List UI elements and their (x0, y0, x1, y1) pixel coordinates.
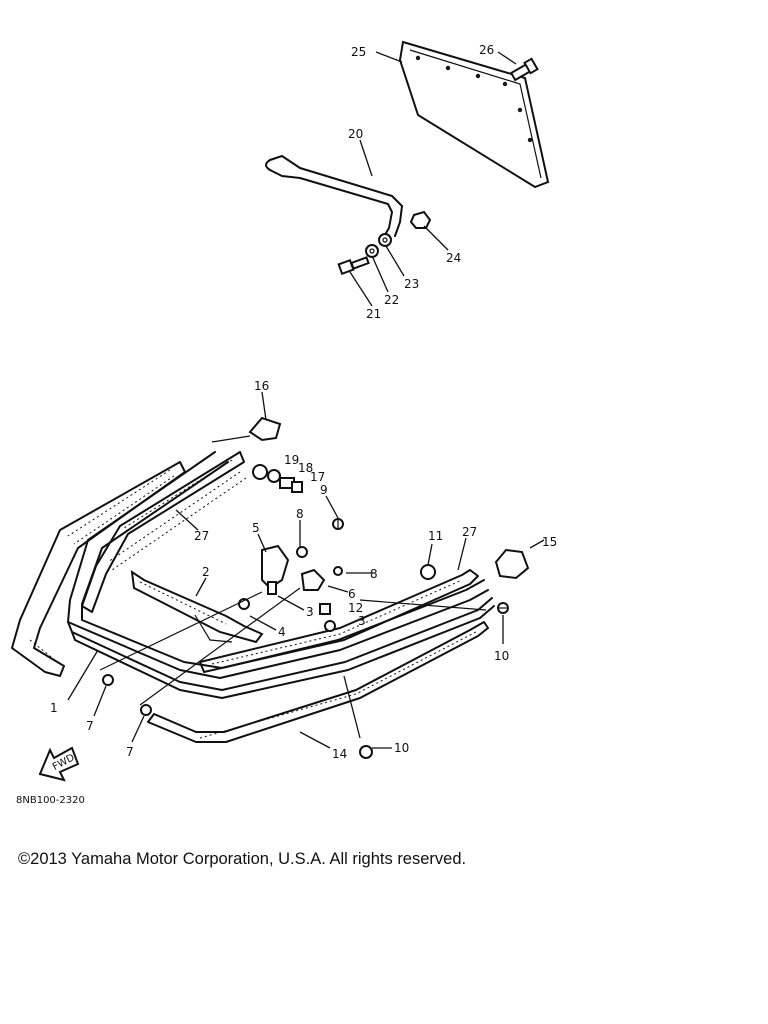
callout-23: 23 (404, 277, 419, 291)
stay-bar (265, 155, 403, 239)
rubber-strip-left (81, 451, 245, 613)
end-cover (494, 548, 530, 580)
callout-5: 5 (252, 521, 260, 535)
callout-4: 4 (278, 625, 286, 639)
callout-3: 3 (306, 605, 314, 619)
callout-17: 17 (310, 470, 325, 484)
callout-8: 8 (296, 507, 304, 521)
callout-10: 10 (494, 649, 509, 663)
screw (102, 674, 114, 686)
callout-15: 15 (542, 535, 557, 549)
callout-25: 25 (351, 45, 366, 59)
collar (267, 469, 281, 483)
front-direction-arrow: FWD (38, 746, 80, 782)
nut (333, 566, 343, 576)
inner-bracket (130, 569, 264, 644)
leader-lines (67, 51, 545, 749)
washer (324, 620, 336, 632)
mount-bracket (300, 568, 326, 591)
bolt (319, 603, 331, 615)
grommet (420, 564, 436, 580)
callout-labels: 25 26 20 24 23 22 21 16 19 18 17 9 27 8 … (50, 43, 557, 761)
callout-1: 1 (50, 701, 58, 715)
callout-12: 12 (348, 601, 363, 615)
bolt (279, 477, 303, 493)
copyright-notice: ©2013 Yamaha Motor Corporation, U.S.A. A… (18, 850, 467, 868)
callout-3b: 3 (358, 614, 366, 628)
callout-9: 9 (320, 483, 328, 497)
screw (332, 518, 344, 530)
bolt (337, 256, 370, 276)
callout-16: 16 (254, 379, 269, 393)
side-trim-left (11, 461, 186, 677)
washer (378, 233, 392, 247)
spacer (252, 464, 268, 480)
callout-2: 2 (202, 565, 210, 579)
callout-26: 26 (479, 43, 494, 57)
callout-21: 21 (366, 307, 381, 321)
callout-8b: 8 (370, 567, 378, 581)
stay-bracket (261, 544, 290, 595)
screw (140, 704, 152, 716)
callout-14: 14 (332, 747, 347, 761)
drawing-code: 8NB100-2320 (16, 795, 85, 806)
nut (296, 546, 308, 558)
callout-18: 18 (298, 461, 313, 475)
rubber-strip-right (199, 569, 479, 673)
lower-trim-strip (147, 621, 489, 743)
callout-22: 22 (384, 293, 399, 307)
callout-7b: 7 (126, 745, 134, 759)
windshield-plate (398, 40, 550, 189)
callout-19: 19 (284, 453, 299, 467)
callout-24: 24 (446, 251, 461, 265)
callout-10b: 10 (394, 741, 409, 755)
screw (497, 602, 509, 614)
callout-7: 7 (86, 719, 94, 733)
washer (365, 244, 379, 258)
callout-11: 11 (428, 529, 443, 543)
nut (409, 210, 432, 229)
fastener-pin (509, 57, 539, 82)
callout-6: 6 (348, 587, 356, 601)
callout-20: 20 (348, 127, 363, 141)
callout-27b: 27 (462, 525, 477, 539)
callout-27: 27 (194, 529, 209, 543)
end-cap (211, 416, 282, 443)
screw (359, 745, 373, 759)
